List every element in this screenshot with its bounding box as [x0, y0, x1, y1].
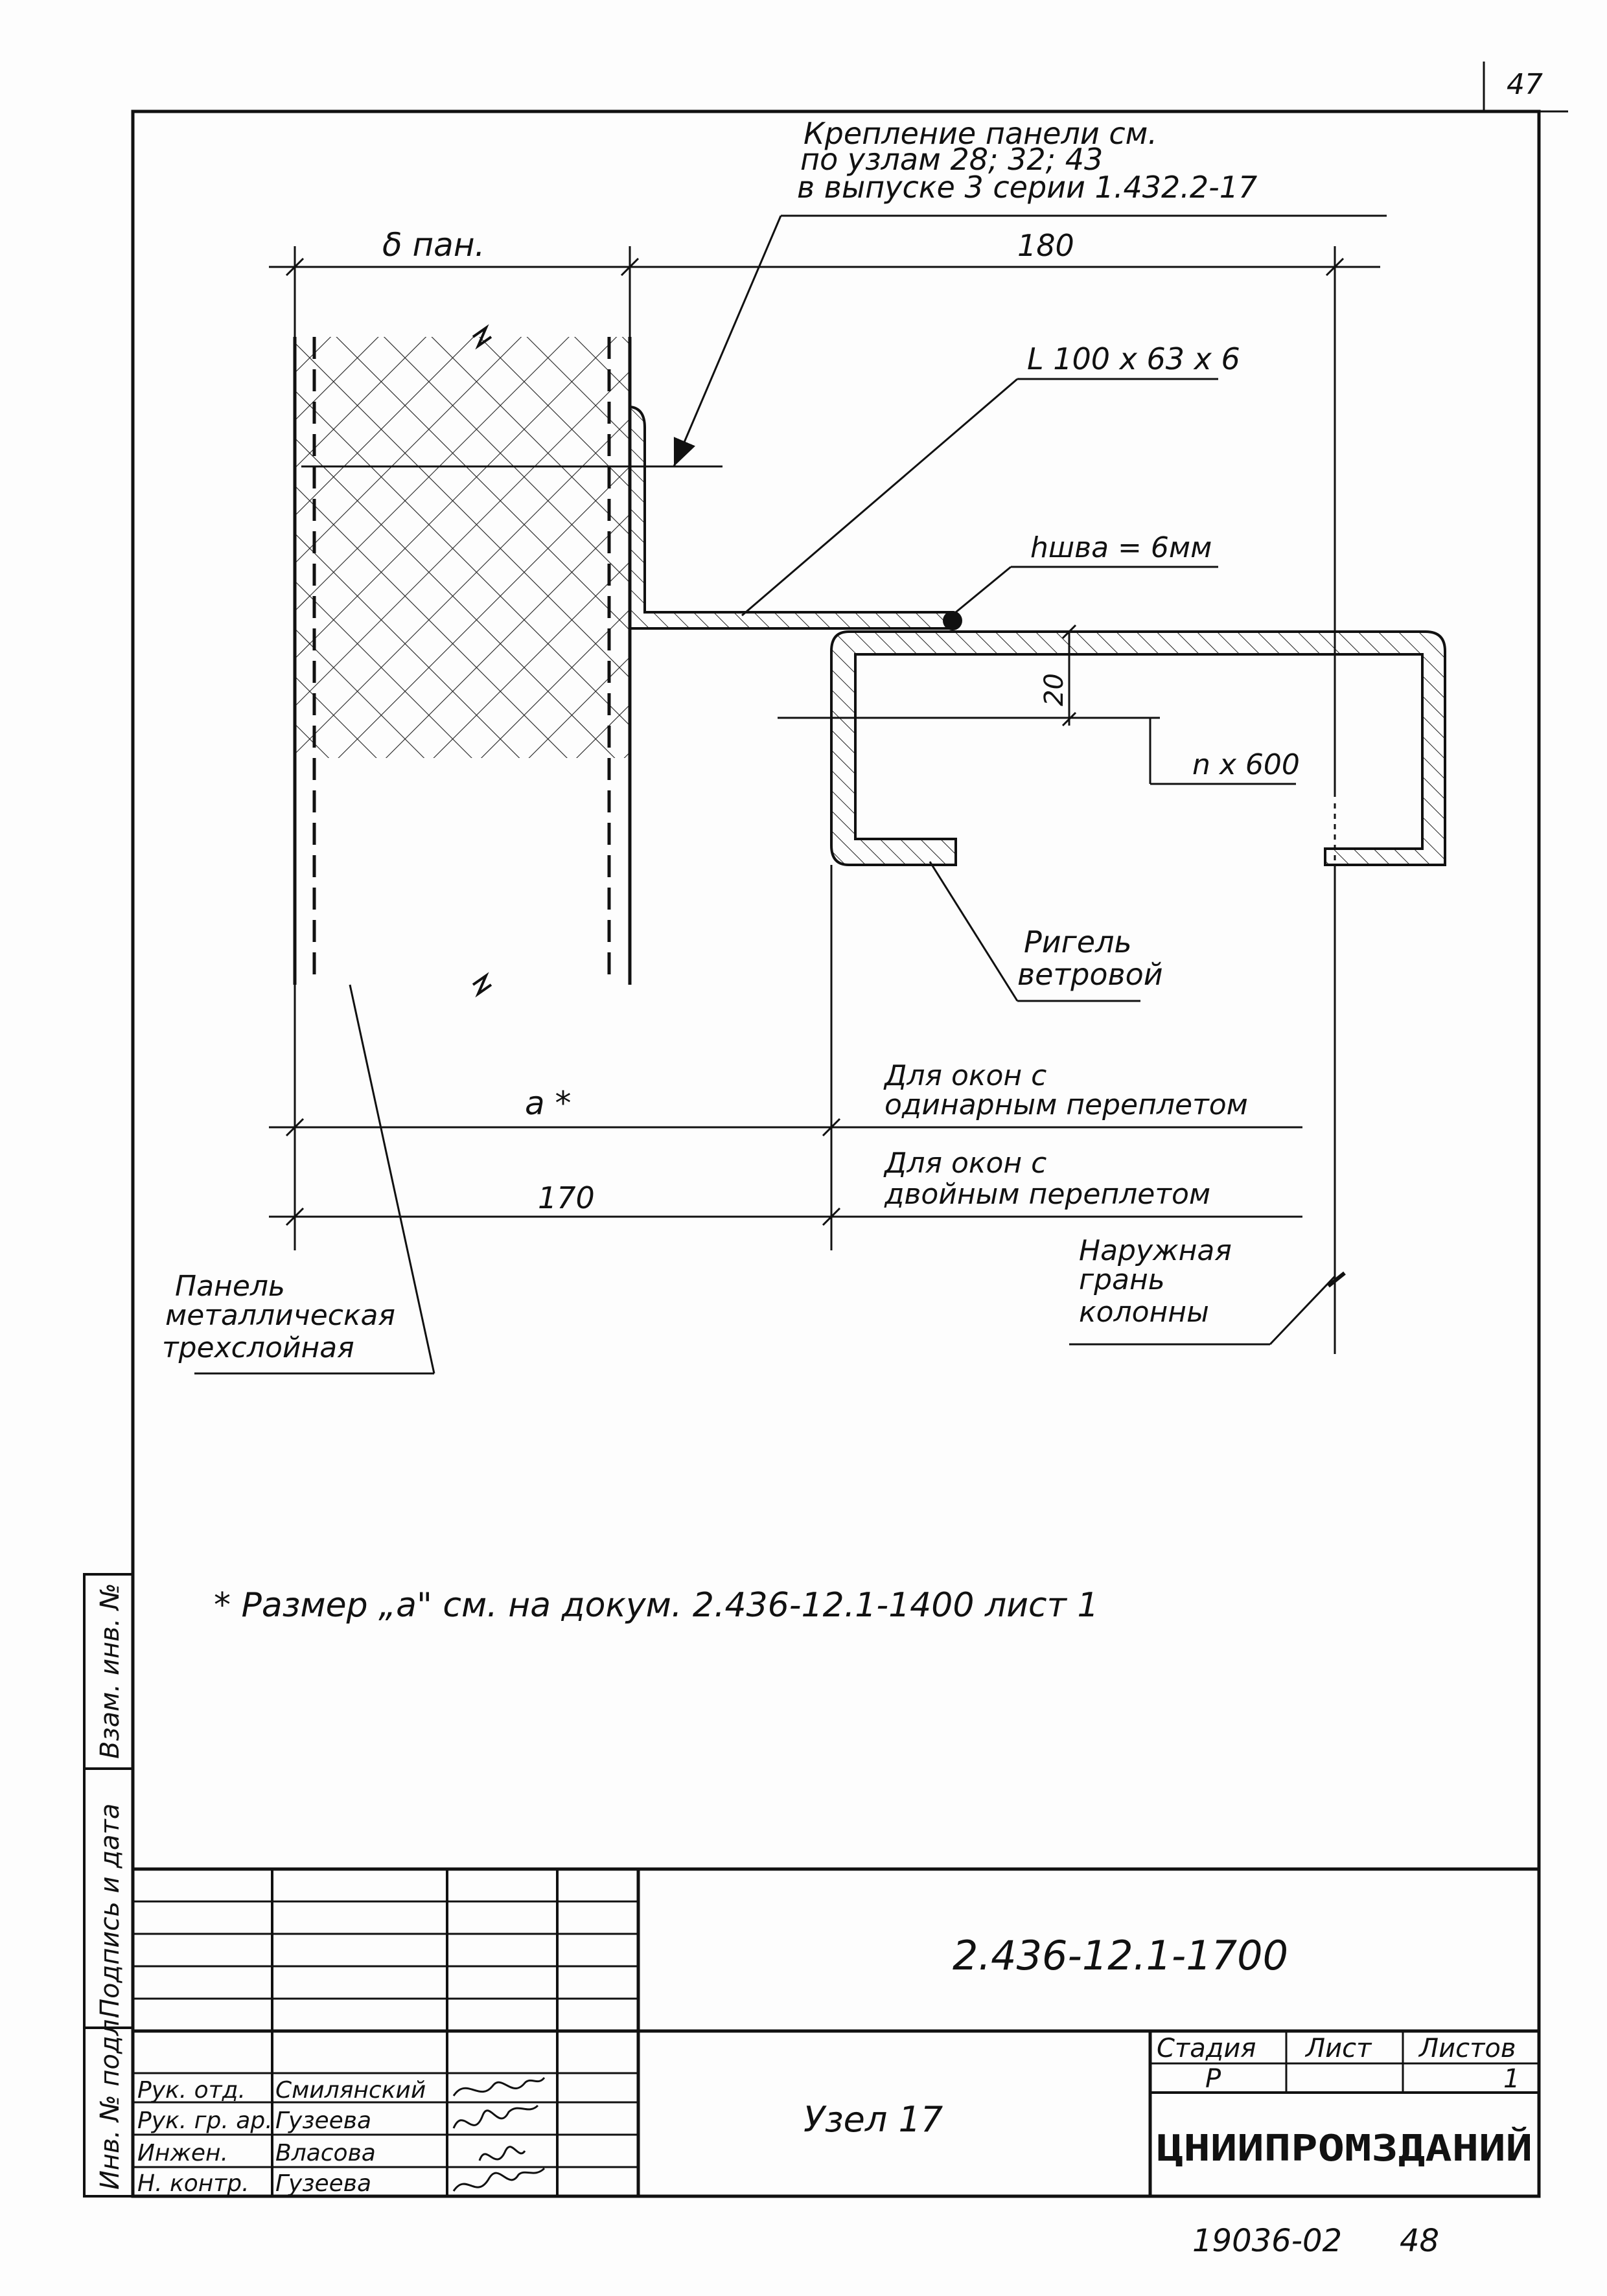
bottom-code: 19036-02	[1192, 2223, 1342, 2259]
bottom-page: 48	[1400, 2223, 1439, 2259]
column-face-3: колонны	[1079, 1296, 1209, 1329]
mount-note-leader	[673, 215, 782, 467]
signer-role: Рук. гр. ар.	[137, 2107, 273, 2134]
side-stamp-sign-date: Подпись и дата	[95, 1804, 125, 2018]
stage-header: Стадия	[1157, 2034, 1256, 2063]
dimension-lines	[194, 214, 1387, 1375]
signer-role: Рук. отд.	[137, 2077, 246, 2104]
node-title: Узел 17	[804, 2099, 943, 2140]
signer-name: Власова	[275, 2140, 376, 2166]
footnote: * Размер „a" см. на докум. 2.436-12.1-14…	[214, 1586, 1098, 1625]
girt-label-2: ветровой	[1017, 957, 1163, 992]
signer-role: Инжен.	[137, 2140, 228, 2166]
girt-label-1: Ригель	[1024, 924, 1132, 959]
note-mount-line-1: Крепление панели см.	[804, 116, 1157, 151]
dim-20: 20	[1039, 673, 1069, 706]
dim-panel-thickness: δ пан.	[382, 226, 485, 264]
sheets-header: Листов	[1418, 2034, 1516, 2063]
wind-girt-channel	[830, 630, 1446, 866]
column-face-1: Наружная	[1079, 1234, 1232, 1267]
sandwich-panel	[293, 324, 632, 998]
panel-label-2: металлическая	[165, 1299, 395, 1332]
signer-name: Гузеева	[275, 2170, 371, 2197]
signer-role: Н. контр.	[137, 2170, 249, 2197]
note-mount-line-2: по узлам 28; 32; 43	[800, 142, 1103, 177]
weld-mark	[943, 611, 962, 630]
panel-label-1: Панель	[175, 1270, 285, 1303]
signatures	[452, 2076, 546, 2192]
organization: ЦНИИПРОМЗДАНИЙ	[1157, 2127, 1532, 2170]
dim-a: a *	[525, 1085, 572, 1122]
sheets-value: 1	[1503, 2064, 1520, 2094]
single-sash-2: одинарным переплетом	[884, 1088, 1248, 1121]
side-stamp-inv-orig: Инв. № подл.	[95, 2011, 125, 2190]
panel-label-3: трехслойная	[162, 1331, 354, 1364]
weld-label: hшва = 6мм	[1030, 531, 1212, 564]
sheet-header: Лист	[1304, 2034, 1372, 2063]
sheet-number: 47	[1507, 68, 1543, 101]
angle-label: L 100 х 63 х 6	[1027, 341, 1240, 376]
side-stamp-inv-replaced: Взам. инв. №	[95, 1583, 125, 1759]
single-sash-1: Для окон с	[883, 1059, 1046, 1092]
note-mount-line-3: в выпуске 3 серии 1.432.2-17	[797, 170, 1257, 205]
doc-code: 2.436-12.1-1700	[953, 1932, 1288, 1979]
pitch-label: n х 600	[1192, 748, 1300, 781]
double-sash-1: Для окон с	[883, 1147, 1046, 1180]
signer-name: Гузеева	[275, 2107, 371, 2134]
double-sash-2: двойным переплетом	[884, 1178, 1210, 1211]
steel-angle	[629, 405, 962, 630]
signer-name: Смилянский	[275, 2077, 426, 2104]
stage-value: Р	[1205, 2064, 1221, 2094]
dim-170: 170	[538, 1180, 595, 1215]
column-face-2: грань	[1079, 1263, 1165, 1296]
title-block	[131, 1867, 1541, 2198]
dim-180: 180	[1017, 228, 1074, 263]
